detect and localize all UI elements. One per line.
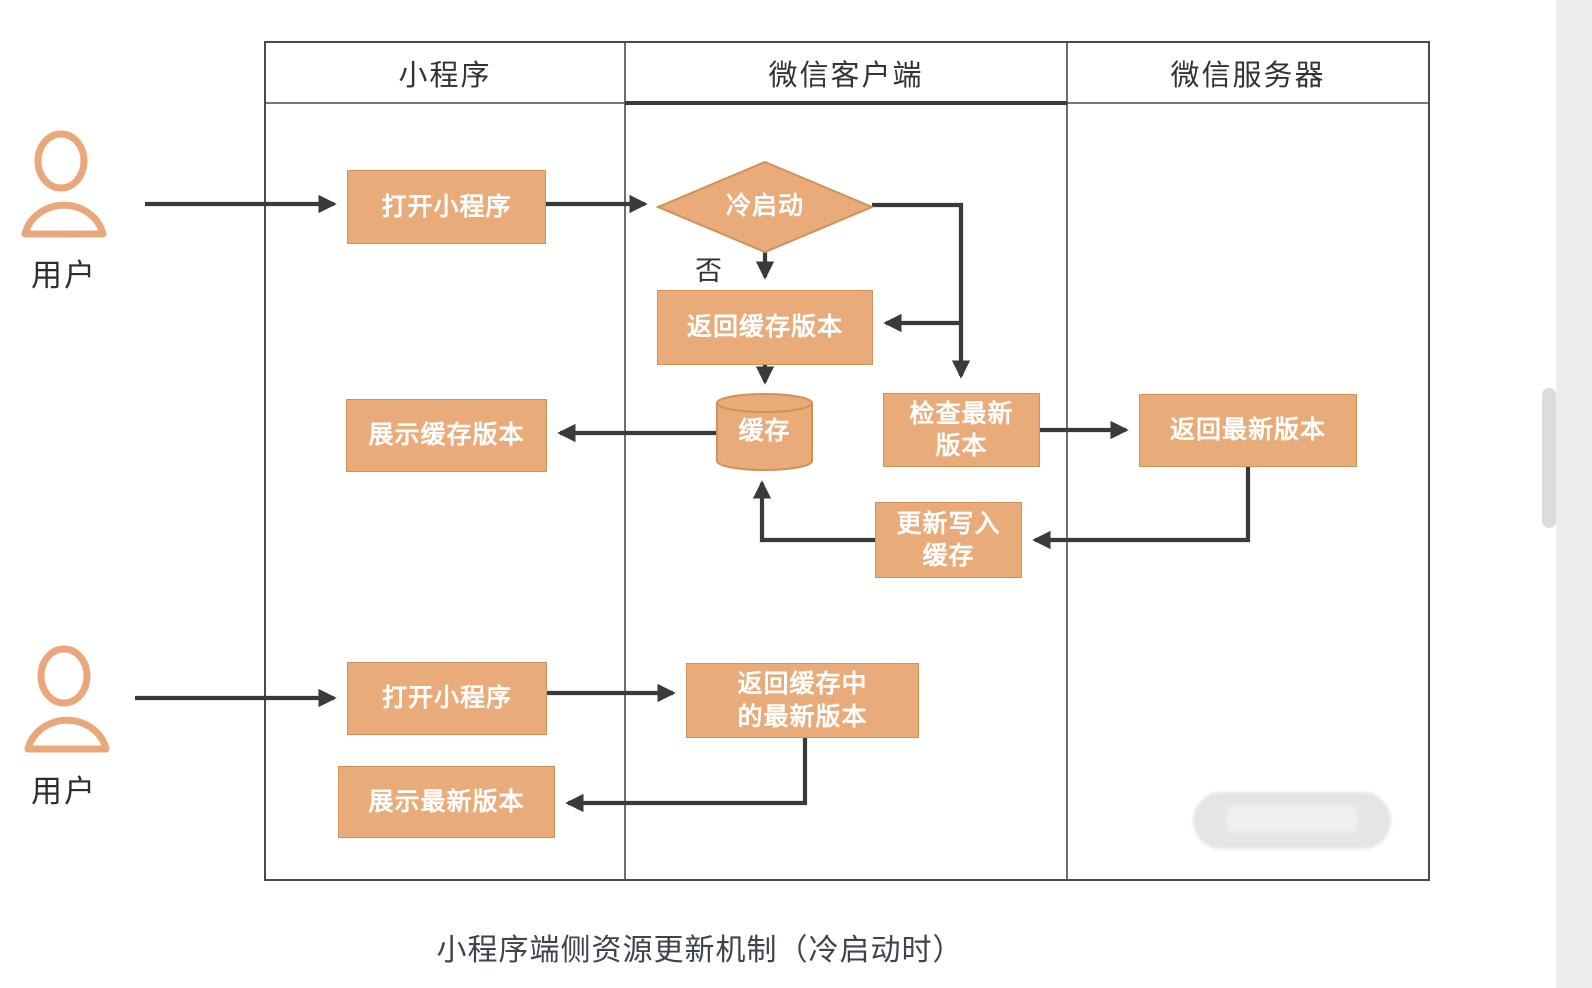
edge-update-to-cache [752, 480, 875, 543]
node-cold-start-label: 冷启动 [725, 192, 804, 221]
edge-returnlatestcache-to-showlatest [565, 738, 808, 813]
lane-title-wechat-server: 微信服务器 [1170, 59, 1326, 92]
flow-connectors [135, 194, 1251, 813]
node-open-miniprogram-2: 打开小程序 [347, 662, 547, 735]
actor-label-user1: 用户 [31, 258, 97, 293]
actor-label-user2: 用户 [31, 774, 97, 809]
scrollbar-thumb[interactable] [1542, 388, 1556, 528]
decision-diamond [655, 160, 875, 254]
lane-title-miniprogram: 小程序 [398, 59, 492, 92]
lane-title-wechat-client: 微信客户端 [768, 59, 924, 92]
watermark-blur [1193, 792, 1391, 849]
node-return-cache-version: 返回缓存版本 [657, 290, 873, 365]
edge-label-no: 否 [695, 256, 722, 286]
node-return-latest-version: 返回最新版本 [1139, 394, 1357, 467]
user-icon [24, 645, 110, 753]
node-return-latest-in-cache: 返回缓存中 的最新版本 [686, 663, 919, 738]
node-show-latest-version: 展示最新版本 [338, 766, 555, 838]
diagram-caption: 小程序端侧资源更新机制（冷启动时） [436, 934, 964, 967]
node-check-latest-version: 检查最新 版本 [883, 393, 1040, 467]
edge-coldstart-to-check [872, 202, 971, 379]
watermark-blur-inner [1227, 806, 1357, 832]
scrollbar-track[interactable] [1556, 0, 1592, 988]
swimlane-grid [264, 41, 1430, 881]
node-show-cache-version: 展示缓存版本 [346, 399, 547, 472]
edge-returnlatest-to-update [1032, 467, 1251, 550]
node-cache-label: 缓存 [738, 417, 791, 446]
node-open-miniprogram-1: 打开小程序 [347, 170, 546, 244]
user-icon [21, 130, 107, 238]
node-update-write-cache: 更新写入 缓存 [875, 502, 1022, 578]
cache-cylinder [716, 393, 813, 471]
